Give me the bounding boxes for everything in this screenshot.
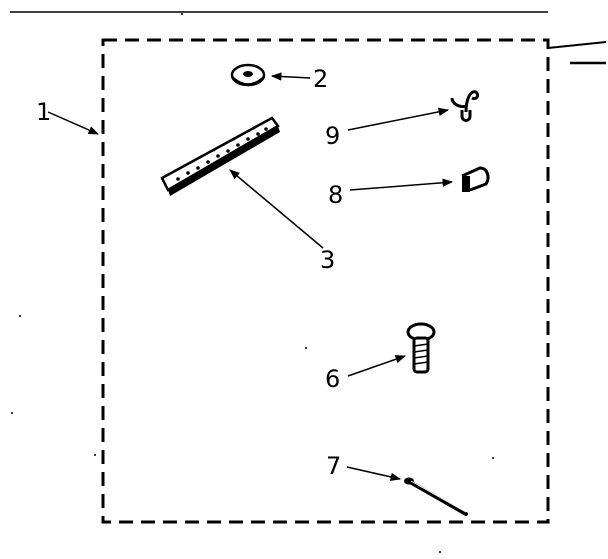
callout-3-label: 3: [320, 246, 335, 274]
callout-9-leader: [347, 107, 450, 131]
top-right-leader: [547, 41, 607, 49]
callout-6-label: 6: [325, 365, 340, 393]
cotter-pin-part: [404, 477, 468, 516]
callout-7-label: 7: [326, 452, 341, 480]
washer-part: [230, 63, 266, 87]
perforated-strap-part: [160, 116, 280, 196]
scan-specks: [11, 13, 494, 553]
callout-1-leader: [47, 111, 99, 135]
callout-2-leader: [270, 72, 311, 81]
clip-part: [461, 166, 490, 192]
bolt-part: [406, 322, 436, 374]
callout-9-label: 9: [325, 122, 340, 150]
callout-3-leader: [229, 169, 324, 249]
callout-8-leader: [349, 178, 454, 191]
hook-part: [450, 90, 480, 122]
callout-8-label: 8: [328, 181, 343, 209]
kit-boundary: [101, 38, 550, 524]
callout-2-label: 2: [313, 65, 328, 93]
callout-1-label: 1: [36, 98, 51, 126]
callout-6-leader: [347, 355, 406, 377]
callout-7-leader: [346, 466, 402, 482]
